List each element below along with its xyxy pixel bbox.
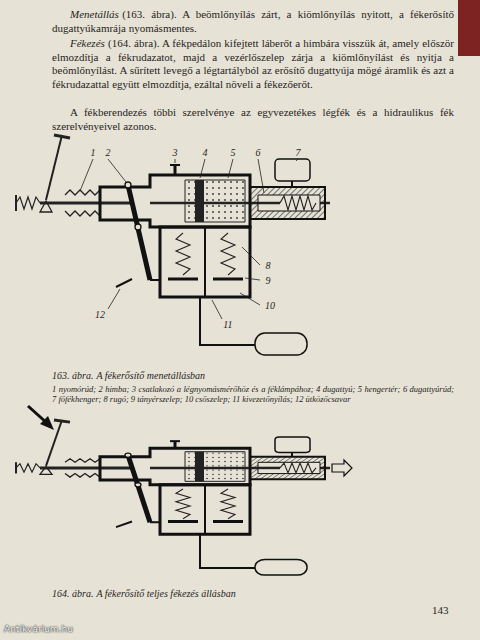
run-in-heading: Fékezés <box>70 37 105 49</box>
parts-list: 1 nyomórúd; 2 himba; 3 csatlakozó a légn… <box>52 384 454 404</box>
text: 4 <box>203 147 208 158</box>
text: 8 <box>266 260 271 271</box>
text: 7 <box>296 147 301 158</box>
text: 11 <box>223 319 232 330</box>
text: 3 <box>173 147 178 158</box>
callout-number: 1 <box>90 147 97 158</box>
motion-arrow <box>332 460 352 476</box>
figure-caption: 164. ábra.A fékerősítő teljes fékezés ál… <box>52 588 454 600</box>
callout-number: 3 <box>172 147 179 158</box>
text: A fékerősítő menetállásban <box>96 370 205 381</box>
callout-number: 11 <box>222 319 233 330</box>
callout-number: 2 <box>105 147 112 158</box>
run-in-heading: 164. ábra. <box>52 588 93 599</box>
run-in-heading: 163. ábra. <box>52 370 93 381</box>
callout-number: 7 <box>295 147 302 158</box>
callout-number: 6 <box>255 147 262 158</box>
watermark: Antikvárium.hu <box>4 624 73 634</box>
text: (164. ábra). A fékpedálon kifejtett lábe… <box>52 37 454 90</box>
page-number: 143 <box>432 604 449 616</box>
callout-number: 9 <box>265 275 272 286</box>
text: 5 <box>231 147 236 158</box>
body-paragraph: Fékezés(164. ábra). A fékpedálon kifejte… <box>52 37 454 91</box>
text: 10 <box>265 300 275 311</box>
figure-caption: 163. ábra.A fékerősítő menetállásban <box>52 370 454 382</box>
text: A fékberendezés többi szerelvénye az egy… <box>52 106 454 132</box>
book-spine <box>458 0 480 56</box>
text: Antikvárium.hu <box>4 624 73 634</box>
callout-number: 10 <box>264 300 276 311</box>
text: A fékerősítő teljes fékezés állásban <box>96 588 235 599</box>
run-in-heading: Menetállás <box>70 8 119 20</box>
callout-number: 8 <box>265 260 272 271</box>
callout-number: 4 <box>202 147 209 158</box>
callout-number: 12 <box>94 309 106 320</box>
text: 1 nyomórúd; 2 himba; 3 csatlakozó a légn… <box>52 384 454 404</box>
body-paragraph: Menetállás(163. ábra). A beömlőnyílás zá… <box>52 8 454 35</box>
text: 9 <box>266 275 271 286</box>
booster-drawing <box>16 420 330 575</box>
leader-lines <box>80 159 298 319</box>
body-paragraph: A fékberendezés többi szerelvénye az egy… <box>52 106 454 133</box>
text: 6 <box>256 147 261 158</box>
booster-drawing <box>16 135 330 355</box>
text: 1 <box>91 147 96 158</box>
text: 143 <box>432 604 449 616</box>
callout-number: 5 <box>230 147 237 158</box>
text: 2 <box>106 147 111 158</box>
force-arrow <box>28 406 54 430</box>
text: 12 <box>95 309 105 320</box>
